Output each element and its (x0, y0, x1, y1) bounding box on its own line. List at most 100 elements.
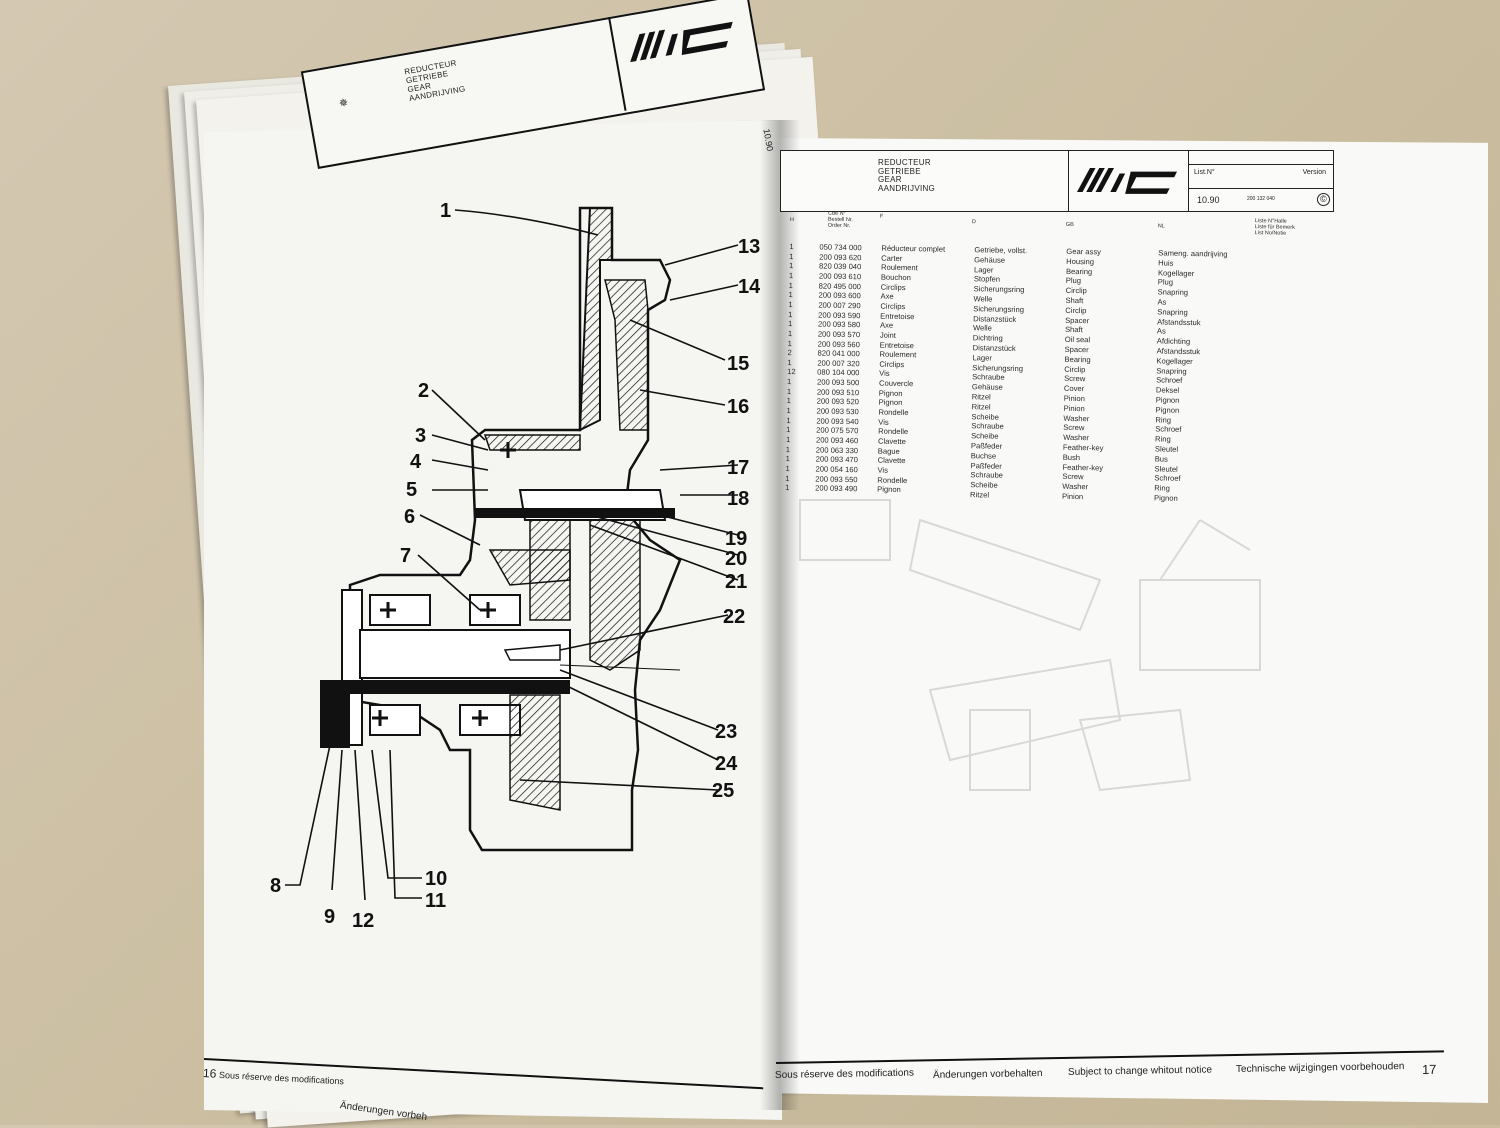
callout-2: 2 (418, 380, 429, 402)
col-header-nl: NL (1157, 223, 1165, 230)
part-cell-nl: Pignon (1155, 395, 1180, 405)
part-cell-f: Pignon (878, 397, 903, 408)
part-cell-f: Clavette (877, 436, 906, 447)
part-cell-f: Roulement (880, 262, 918, 273)
right-header-box: REDUCTEUR GETRIEBE GEAR AANDRIJVING List… (780, 150, 1334, 212)
part-cell-gb: Shaft (1065, 295, 1084, 306)
part-cell-nl: Snapring (1157, 287, 1189, 298)
part-cell-f: Bouchon (880, 272, 911, 283)
part-cell-nl: Plug (1157, 277, 1174, 288)
part-cell-f: Bague (877, 446, 900, 456)
part-cell-nl: As (1157, 297, 1167, 307)
left-page-number: 16 (202, 1066, 217, 1081)
part-cell-qty: 2 (787, 348, 792, 358)
part-cell-nl: As (1156, 326, 1166, 336)
part-cell-gb: Circlip (1064, 364, 1086, 374)
part-cell-d: Schraube (972, 372, 1005, 383)
part-cell-d: Schraube (971, 421, 1004, 432)
left-header-box: ✵ REDUCTEUR GETRIEBE GEAR AANDRIJVING (300, 0, 766, 170)
part-cell-qty: 1 (788, 290, 793, 300)
part-cell-qty: 12 (787, 367, 796, 377)
part-cell-f: Rondelle (878, 407, 909, 418)
part-cell-d: Ritzel (971, 401, 991, 412)
callout-16: 16 (727, 396, 749, 418)
copyright-icon: © (1317, 193, 1330, 206)
right-header-info: List.N° Version 10.90 200 132 040 © (1188, 151, 1334, 211)
part-cell-nl: Schroef (1156, 375, 1183, 386)
part-cell-qty: 1 (787, 338, 793, 348)
part-cell-f: Axe (879, 320, 894, 331)
part-cell-d: Sicherungsring (973, 304, 1025, 314)
part-cell-d: Welle (972, 323, 992, 333)
brand-logo-icon (1077, 167, 1177, 194)
part-cell-d: Scheibe (971, 431, 999, 441)
part-cell-qty: 1 (788, 309, 793, 319)
version-value: 10.90 (1197, 195, 1220, 205)
part-cell-f: Circlips (879, 359, 905, 369)
part-cell-d: Scheibe (971, 411, 999, 422)
part-cell-gb: Gear assy (1066, 246, 1102, 257)
info-divider (1189, 164, 1334, 165)
part-cell-nl: Kogellager (1156, 356, 1193, 366)
callout-24: 24 (715, 753, 738, 775)
part-cell-gb: Feather-key (1062, 442, 1104, 453)
part-cell-d: Sicherungsring (972, 362, 1024, 373)
part-cell-f: Entretoise (879, 340, 914, 350)
leader-lines (285, 209, 739, 901)
part-cell-f: Roulement (879, 349, 917, 360)
part-cell-nl: Kogellager (1157, 268, 1195, 278)
callout-15: 15 (727, 353, 749, 375)
callout-12: 12 (352, 910, 374, 932)
part-cell-qty: 1 (789, 251, 794, 261)
callout-4: 4 (410, 451, 422, 473)
callout-17: 17 (727, 457, 749, 479)
housing-outline (348, 206, 682, 852)
callout-13: 13 (738, 236, 760, 258)
left-header-titles: REDUCTEUR GETRIEBE GEAR AANDRIJVING (404, 58, 466, 103)
col-header-order-no: Cde N° Bestell Nr. Order Nr. (828, 211, 853, 229)
part-cell-qty: 1 (788, 270, 794, 281)
part-cell-d: Ritzel (971, 392, 991, 402)
version-label: Version (1302, 169, 1326, 176)
part-cell-f: Couvercle (878, 378, 914, 389)
callout-25: 25 (712, 780, 734, 802)
part-cell-nl: Pignon (1155, 405, 1180, 415)
callout-10: 10 (425, 868, 447, 890)
part-cell-qty: 1 (787, 357, 792, 367)
part-cell-nl: Ring (1155, 434, 1171, 444)
part-cell-f: Circlips (880, 282, 906, 292)
callout-3: 3 (415, 425, 426, 447)
order-no-gb: Order Nr. (827, 222, 851, 230)
part-cell-gb: Housing (1066, 256, 1095, 267)
col-header-gb: GB (1065, 221, 1074, 228)
callout-9: 9 (324, 906, 335, 928)
part-cell-nl: Deksel (1155, 385, 1180, 396)
col-header-notes: Liste N°Halle Liste für Bemerk List No/N… (1255, 218, 1295, 237)
right-page-number: 17 (1421, 1061, 1437, 1077)
part-cell-gb: Spacer (1064, 344, 1089, 355)
gear-cross-section-diagram: 1 2 3 4 5 6 7 8 9 10 11 12 13 14 15 16 1… (270, 200, 760, 932)
seal-icon: ✵ (338, 96, 350, 111)
brand-logo-icon (630, 21, 733, 63)
part-cell-nl: Snapring (1157, 307, 1188, 317)
col-header-f: F (879, 213, 884, 220)
list-no-label: List.N° (1194, 169, 1215, 176)
part-cell-d: Dichtring (972, 333, 1003, 343)
callout-21: 21 (725, 571, 747, 593)
part-cell-nl: Sleutel (1154, 444, 1179, 454)
callout-6: 6 (404, 506, 415, 528)
callout-numbers: 1 2 3 4 5 6 7 8 9 10 11 12 13 14 15 16 1… (270, 200, 760, 932)
col-header-h: H (789, 216, 794, 224)
info-divider (1189, 188, 1334, 189)
callout-7: 7 (400, 545, 411, 567)
col-header-d: D (971, 219, 976, 226)
left-logo-cell (608, 0, 763, 111)
part-cell-qty: 1 (788, 280, 794, 290)
title-nl: AANDRIJVING (878, 183, 936, 193)
callout-23: 23 (715, 721, 737, 743)
part-cell-d: Distanzstück (973, 313, 1017, 324)
part-cell-nl: Schroef (1155, 424, 1182, 435)
callout-1: 1 (440, 200, 451, 222)
part-cell-d: Lager (973, 264, 994, 275)
part-cell-qty: 1 (788, 299, 793, 309)
